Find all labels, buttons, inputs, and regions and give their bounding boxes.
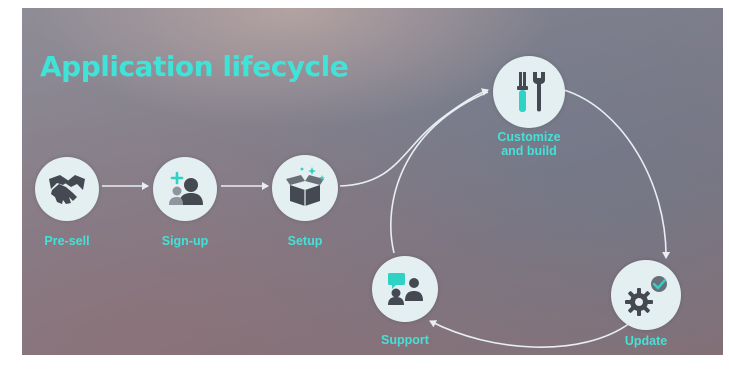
arrow-support-to-customize xyxy=(390,91,489,254)
setup-label: Setup xyxy=(287,234,323,248)
flow-arrows xyxy=(102,88,671,348)
customize-label-line1: Customize xyxy=(497,130,561,144)
chat-people-icon xyxy=(388,273,423,305)
slide: Application lifecycle Pre-sell xyxy=(22,8,723,355)
add-user-icon xyxy=(169,171,203,205)
presell-node xyxy=(35,157,99,221)
customize-label-line2: and build xyxy=(501,144,557,158)
open-box-icon xyxy=(286,167,325,206)
arrow-setup-to-customize xyxy=(339,88,489,187)
handshake-icon xyxy=(49,175,85,204)
signup-node xyxy=(153,157,217,221)
customize-node xyxy=(493,56,565,128)
support-label: Support xyxy=(381,333,429,347)
customize-label: Customize and build xyxy=(484,130,574,158)
signup-label: Sign-up xyxy=(161,234,209,248)
update-node xyxy=(611,260,681,330)
arrow-customize-to-update xyxy=(563,89,671,259)
arrow-update-to-support xyxy=(429,320,631,348)
update-label: Update xyxy=(624,334,668,348)
setup-node xyxy=(272,155,338,221)
slide-title: Application lifecycle xyxy=(40,50,349,83)
support-node xyxy=(372,256,438,322)
presell-label: Pre-sell xyxy=(44,234,90,248)
tools-icon xyxy=(517,72,545,112)
gear-update-icon xyxy=(625,276,667,316)
